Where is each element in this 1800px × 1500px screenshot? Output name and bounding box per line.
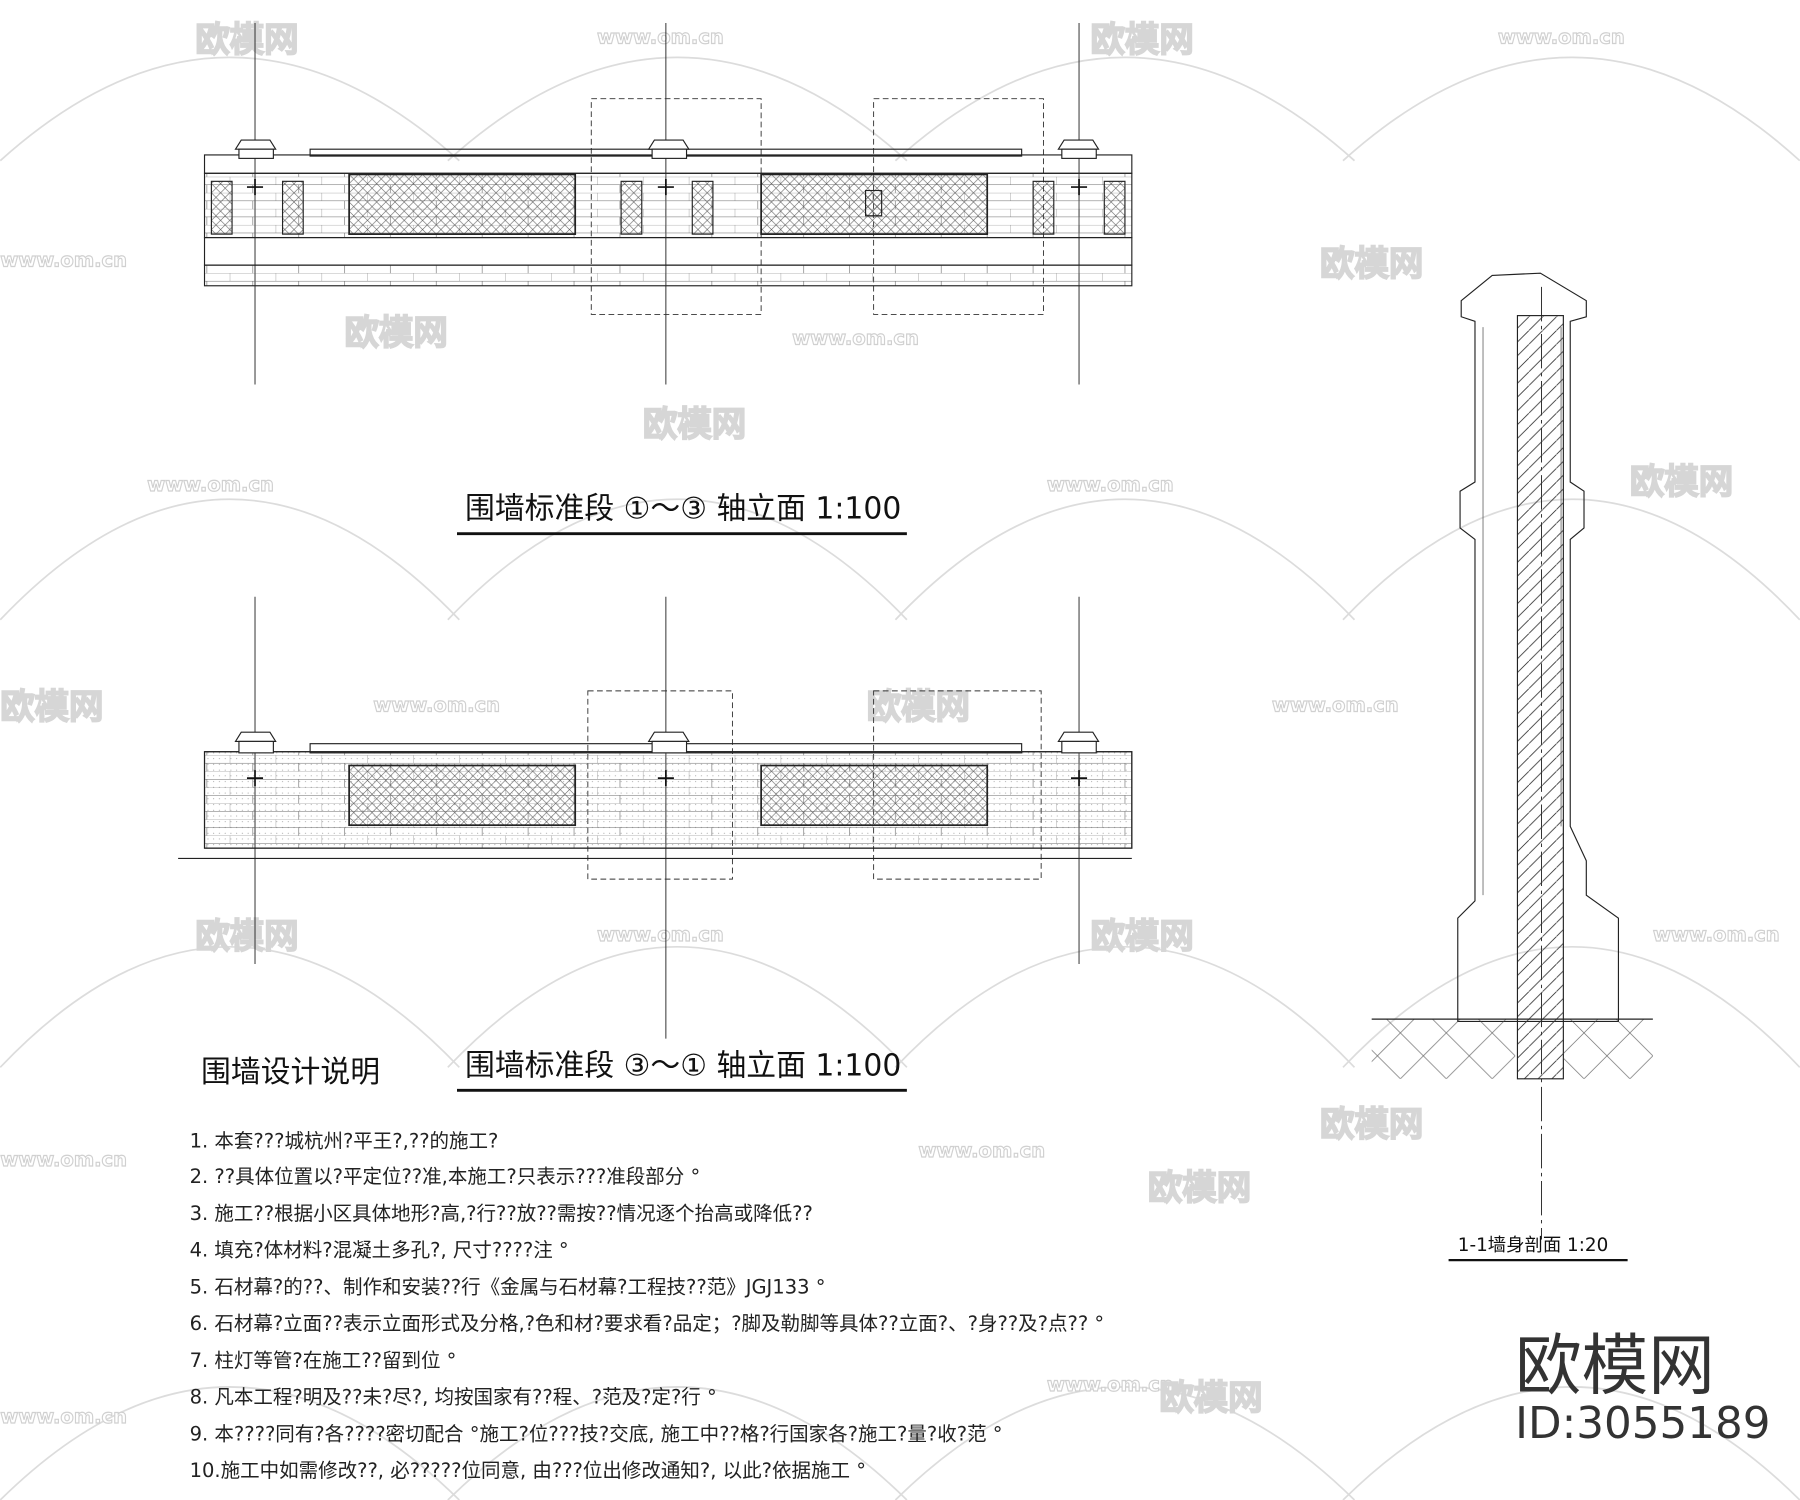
svg-text:www.om.cn: www.om.cn: [792, 326, 919, 349]
svg-text:www.om.cn: www.om.cn: [0, 1405, 127, 1428]
note-item: 7. 柱灯等管?在施工??留到位 °: [190, 1349, 457, 1372]
svg-text:www.om.cn: www.om.cn: [1653, 923, 1780, 946]
svg-text:www.om.cn: www.om.cn: [597, 923, 724, 946]
elevation-2-title: 围墙标准段 ③～① 轴立面 1:100: [465, 1048, 901, 1083]
lamp-icon: [657, 179, 674, 196]
elevation-2: [178, 596, 1133, 1039]
svg-text:www.om.cn: www.om.cn: [1047, 473, 1174, 496]
notes-title: 围墙设计说明: [201, 1055, 380, 1090]
lamp-icon: [657, 770, 674, 787]
svg-text:欧模网: 欧模网: [0, 687, 103, 727]
svg-text:欧模网: 欧模网: [1148, 1168, 1251, 1208]
svg-text:欧模网: 欧模网: [345, 313, 448, 353]
watermark-arcs: [0, 56, 1800, 1500]
svg-text:欧模网: 欧模网: [867, 687, 970, 727]
note-item: 5. 石材幕?的??、制作和安装??行《金属与石材幕?工程技??范》JGJ133…: [190, 1275, 826, 1298]
svg-text:欧模网: 欧模网: [195, 917, 298, 957]
svg-text:欧模网: 欧模网: [1630, 462, 1733, 502]
note-item: 6. 石材幕?立面??表示立面形式及分格,?色和材?要求看?品定；?脚及勒脚等具…: [190, 1312, 1105, 1335]
note-item: 8. 凡本工程?明及??未?尽?, 均按国家有??程、?范及?定?行 °: [190, 1386, 717, 1409]
lamp-icon: [246, 770, 264, 787]
brand-logo: 欧模网: [1515, 1327, 1715, 1405]
svg-text:www.om.cn: www.om.cn: [147, 473, 274, 496]
svg-text:www.om.cn: www.om.cn: [1272, 694, 1399, 717]
svg-text:欧模网: 欧模网: [1091, 21, 1194, 61]
elevation-1-title: 围墙标准段 ①～③ 轴立面 1:100: [465, 492, 901, 527]
section-title: 1-1墙身剖面 1:20: [1458, 1235, 1609, 1256]
lamp-icon: [246, 179, 264, 196]
svg-text:www.om.cn: www.om.cn: [0, 248, 127, 271]
svg-text:欧模网: 欧模网: [1320, 1105, 1423, 1145]
note-item: 9. 本????同有?各????密切配合 °施工?位???技?交底, 施工中??…: [190, 1422, 1003, 1445]
section-1-1: [1371, 272, 1653, 1240]
svg-text:欧模网: 欧模网: [1159, 1378, 1262, 1418]
lamp-icon: [1071, 179, 1088, 196]
svg-text:欧模网: 欧模网: [1091, 917, 1194, 957]
note-item: 10.施工中如需修改??, 必?????位同意, 由???位出修改通知?, 以此…: [190, 1459, 866, 1482]
design-notes: 1. 本套???城杭州?平王?,??的施工? 2. ??具体位置以?平定位??准…: [190, 1130, 1105, 1482]
svg-text:欧模网: 欧模网: [643, 405, 746, 445]
model-id: ID:3055189: [1515, 1399, 1770, 1449]
watermark-texts: 欧模网 欧模网 www.om.cn www.om.cn 欧模网 欧模网 www.…: [0, 20, 1780, 1429]
note-item: 3. 施工??根据小区具体地形?高,?行??放??需按??情况逐个抬高或降低??: [190, 1202, 813, 1225]
svg-text:www.om.cn: www.om.cn: [918, 1139, 1045, 1162]
svg-text:www.om.cn: www.om.cn: [597, 26, 724, 49]
lamp-icon: [1071, 770, 1088, 787]
svg-text:欧模网: 欧模网: [1320, 244, 1423, 284]
note-item: 1. 本套???城杭州?平王?,??的施工?: [190, 1130, 499, 1153]
note-item: 4. 填充?体材料?混凝土多孔?, 尺寸????注 °: [190, 1239, 569, 1262]
svg-text:www.om.cn: www.om.cn: [1498, 26, 1625, 49]
svg-text:www.om.cn: www.om.cn: [1047, 1373, 1174, 1396]
elevation-1: [203, 22, 1133, 385]
svg-text:www.om.cn: www.om.cn: [0, 1148, 127, 1171]
note-item: 2. ??具体位置以?平定位??准,本施工?只表示???准段部分 °: [190, 1165, 701, 1188]
svg-text:欧模网: 欧模网: [195, 21, 298, 61]
svg-text:www.om.cn: www.om.cn: [373, 694, 500, 717]
